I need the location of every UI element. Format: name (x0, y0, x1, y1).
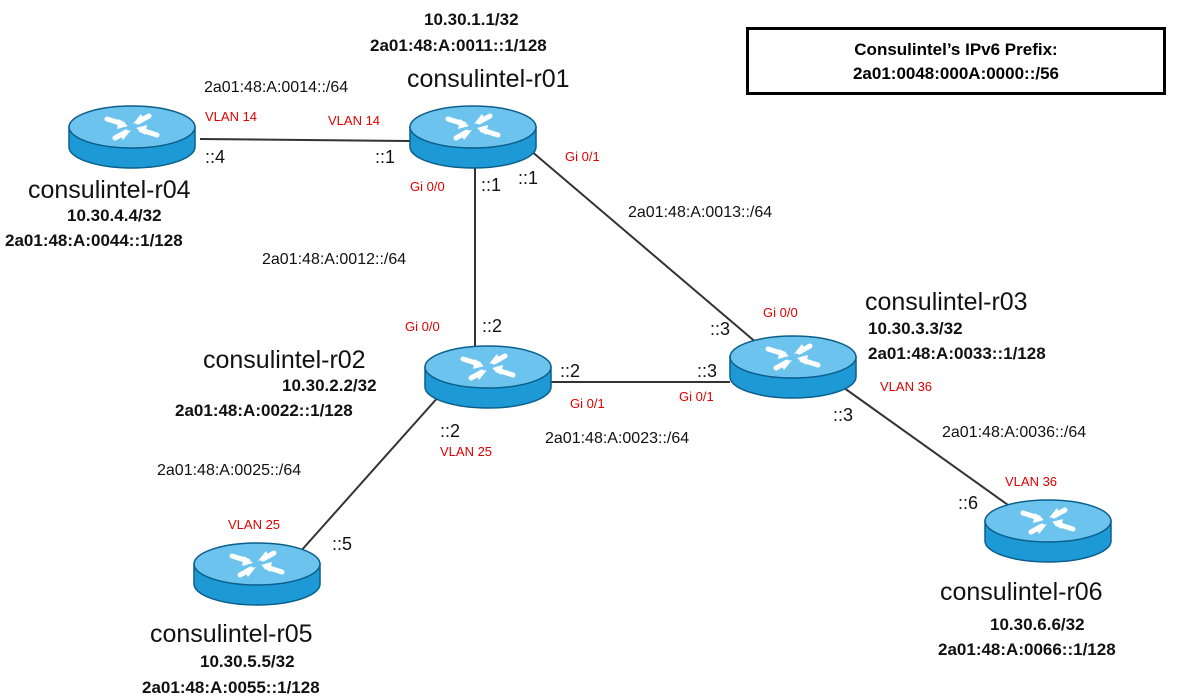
link-r02-r03-if-r03: Gi 0/1 (679, 389, 714, 404)
link-r01-r04-vlan-r04: VLAN 14 (205, 109, 258, 124)
link-r02-r05 (299, 394, 441, 553)
r05-name: consulintel-r05 (150, 620, 313, 648)
link-r01-r04-prefix: 2a01:48:A:0014::/64 (204, 79, 349, 96)
link-r01-r04-vlan-r01: VLAN 14 (328, 113, 381, 128)
link-r01-r02-if-r02: Gi 0/0 (405, 319, 440, 334)
link-r01-r03-if-r01: Gi 0/1 (565, 149, 600, 164)
r06-name: consulintel-r06 (940, 578, 1103, 606)
link-r01-r03-prefix: 2a01:48:A:0013::/64 (628, 204, 773, 221)
router-r03-icon (729, 335, 857, 399)
link-r03-r06 (839, 384, 1016, 511)
r03-name: consulintel-r03 (865, 288, 1028, 316)
link-r03-r06-iid-r06: ::6 (958, 493, 979, 513)
link-r02-r03-iid-r02: ::2 (560, 361, 581, 381)
r06-ipv6: 2a01:48:A:0066::1/128 (938, 640, 1116, 659)
r05-ipv4: 10.30.5.5/32 (200, 652, 295, 671)
link-r02-r05-iid-r02: ::2 (440, 421, 461, 441)
link-r01-r02-if-r01: Gi 0/0 (410, 179, 445, 194)
r02-ipv4: 10.30.2.2/32 (282, 376, 377, 395)
router-r05-icon (193, 542, 321, 606)
r01-name: consulintel-r01 (407, 65, 570, 93)
link-r01-r02-iid-r02: ::2 (482, 316, 503, 336)
link-r01-r03-if-r03: Gi 0/0 (763, 305, 798, 320)
link-r02-r05-iid-r05: ::5 (332, 534, 353, 554)
r04-name: consulintel-r04 (28, 176, 191, 204)
r02-name: consulintel-r02 (203, 346, 366, 374)
legend-prefix: 2a01:0048:000A:0000::/56 (852, 64, 1060, 83)
link-r01-r02-iid-r01: ::1 (481, 175, 502, 195)
link-r03-r06-iid-r03: ::3 (833, 405, 854, 425)
r01-ipv4: 10.30.1.1/32 (424, 10, 519, 29)
link-r02-r05-prefix: 2a01:48:A:0025::/64 (157, 462, 302, 479)
link-r01-r03 (529, 149, 766, 351)
r05-ipv6: 2a01:48:A:0055::1/128 (142, 678, 320, 697)
link-r02-r05-vlan-r05: VLAN 25 (228, 517, 281, 532)
router-r04-icon (68, 105, 196, 169)
link-r02-r05-vlan-r02: VLAN 25 (440, 444, 493, 459)
link-r02-r03-iid-r03: ::3 (697, 361, 718, 381)
r03-ipv6: 2a01:48:A:0033::1/128 (868, 344, 1046, 363)
r04-ipv4: 10.30.4.4/32 (67, 206, 162, 225)
link-r03-r06-prefix: 2a01:48:A:0036::/64 (942, 424, 1087, 441)
r02-ipv6: 2a01:48:A:0022::1/128 (175, 401, 353, 420)
link-r01-r02-prefix: 2a01:48:A:0012::/64 (262, 251, 407, 268)
router-r02-icon (424, 345, 552, 409)
router-r01-icon (409, 105, 537, 169)
link-r01-r03-iid-r03: ::3 (710, 319, 731, 339)
prefix-legend-box: Consulintel’s IPv6 Prefix: 2a01:0048:000… (746, 27, 1166, 95)
r01-ipv6: 2a01:48:A:0011::1/128 (370, 36, 547, 55)
r03-ipv4: 10.30.3.3/32 (868, 319, 963, 338)
r04-ipv6: 2a01:48:A:0044::1/128 (5, 231, 183, 250)
link-r03-r06-vlan-r06: VLAN 36 (1005, 474, 1058, 489)
link-r02-r03-if-r02: Gi 0/1 (570, 396, 605, 411)
r06-ipv4: 10.30.6.6/32 (990, 615, 1085, 634)
link-r02-r03-prefix: 2a01:48:A:0023::/64 (545, 430, 690, 447)
router-r06-icon (984, 499, 1112, 563)
legend-title: Consulintel’s IPv6 Prefix: (854, 40, 1058, 59)
link-r03-r06-vlan-r03: VLAN 36 (880, 379, 933, 394)
link-r01-r03-iid-r01: ::1 (518, 168, 539, 188)
link-r04-r01 (199, 138, 411, 142)
link-r01-r04-iid-r04: ::4 (205, 147, 226, 167)
link-r01-r04-iid-r01: ::1 (375, 147, 396, 167)
